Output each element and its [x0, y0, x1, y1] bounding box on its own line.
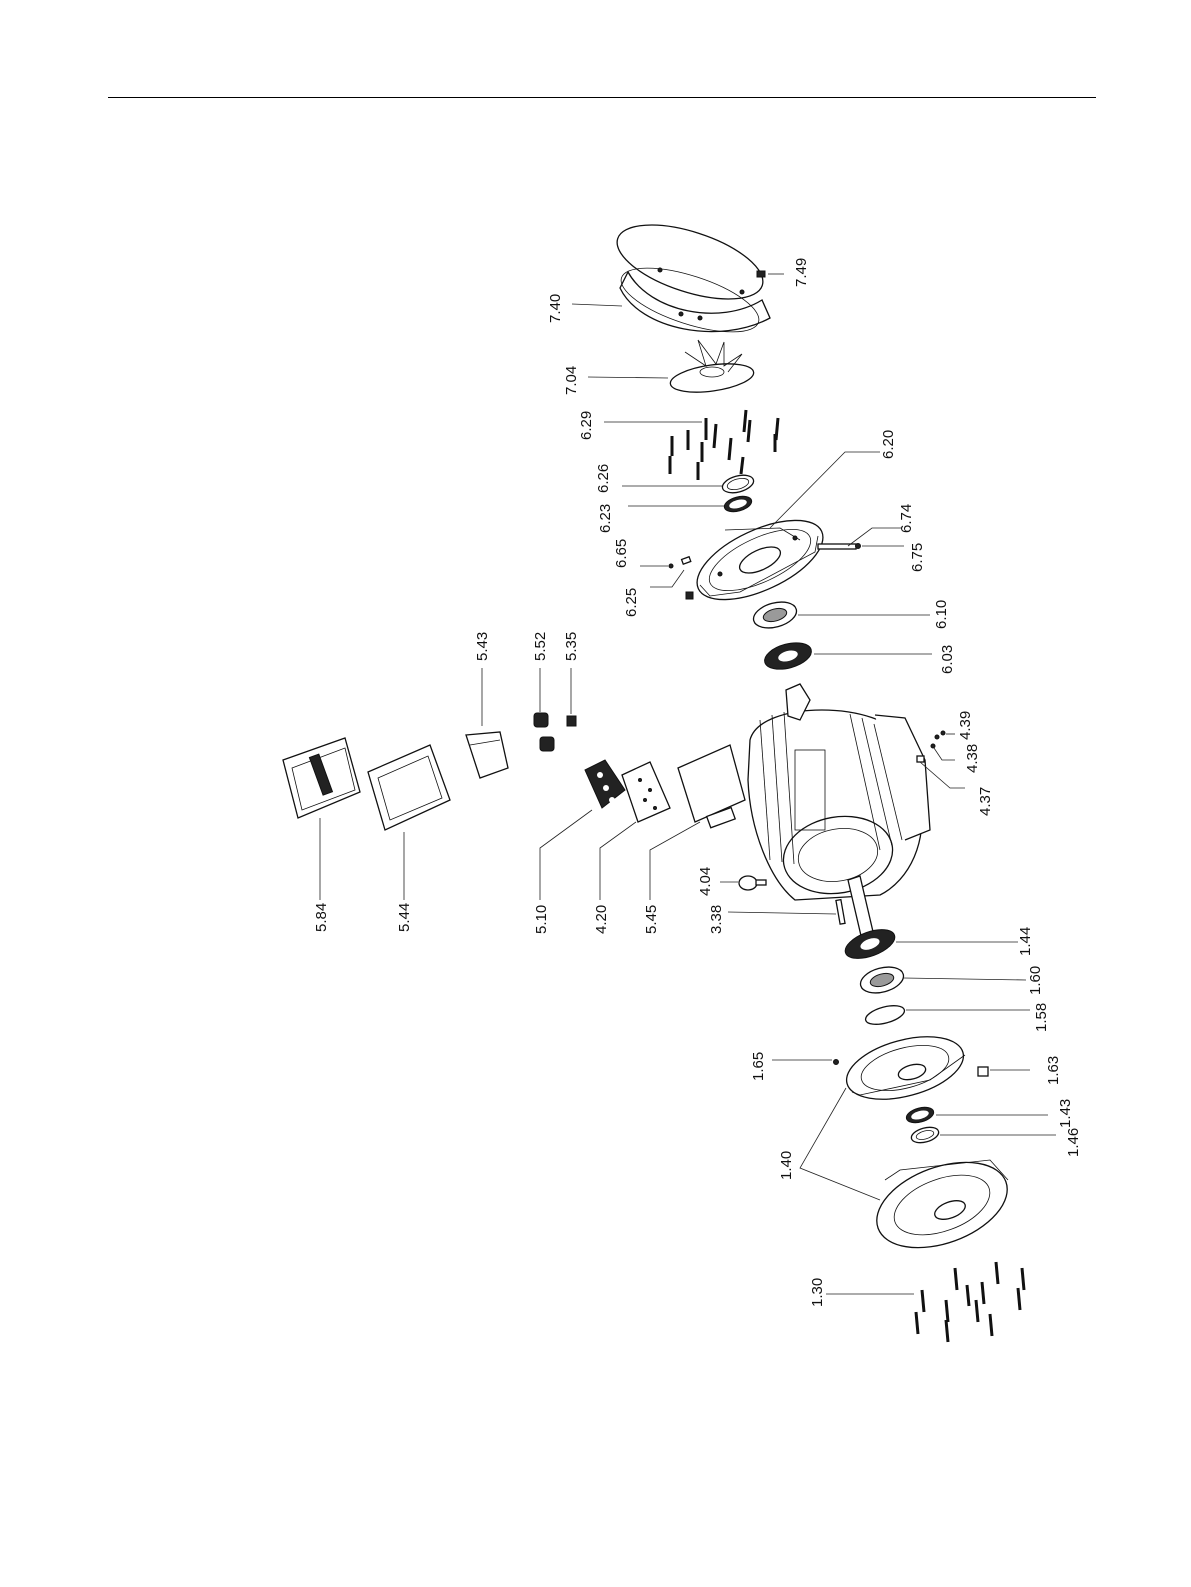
- label-4-37: 4.37: [977, 787, 994, 816]
- label-5-84: 5.84: [313, 903, 330, 932]
- label-1-58: 1.58: [1033, 1003, 1050, 1032]
- fan: [669, 340, 756, 397]
- label-5-35: 5.35: [563, 632, 580, 661]
- front-end-shield-upper: [840, 1025, 970, 1110]
- label-4-04: 4.04: [697, 867, 714, 896]
- label-5-45: 5.45: [643, 905, 660, 934]
- label-4-20: 4.20: [593, 905, 610, 934]
- rear-small-parts: [669, 557, 693, 599]
- label-5-43: 5.43: [474, 632, 491, 661]
- front-seal-rings: [905, 1105, 941, 1146]
- label-6-65: 6.65: [613, 539, 630, 568]
- rear-screws: [670, 410, 778, 480]
- terminal-box-cover: [283, 738, 360, 818]
- rear-pin: [818, 544, 861, 550]
- rear-seal-rings: [720, 472, 755, 514]
- label-6-23: 6.23: [597, 504, 614, 533]
- shaft-key: [836, 900, 845, 925]
- terminal-block: [585, 760, 625, 808]
- label-1-46: 1.46: [1065, 1128, 1082, 1157]
- label-5-52: 5.52: [532, 632, 549, 661]
- label-1-63: 1.63: [1045, 1056, 1062, 1085]
- rear-bearing-cap: [762, 638, 815, 674]
- rear-bearing: [751, 598, 800, 633]
- label-6-75: 6.75: [909, 543, 926, 572]
- label-6-20: 6.20: [880, 430, 897, 459]
- front-gasket: [864, 1002, 907, 1028]
- label-1-43: 1.43: [1057, 1099, 1074, 1128]
- label-4-38: 4.38: [964, 744, 981, 773]
- label-1-60: 1.60: [1027, 966, 1044, 995]
- fan-cover-screw: [757, 271, 765, 277]
- fan-cover: [608, 210, 771, 345]
- label-4-39: 4.39: [957, 711, 974, 740]
- label-6-25: 6.25: [623, 588, 640, 617]
- label-6-26: 6.26: [595, 464, 612, 493]
- label-5-44: 5.44: [396, 903, 413, 932]
- terminal-box: [368, 745, 450, 830]
- eye-bolt: [739, 876, 766, 890]
- label-7-40: 7.40: [547, 294, 564, 323]
- label-1-65: 1.65: [750, 1052, 767, 1081]
- terminal-box-base: [678, 745, 745, 828]
- label-6-29: 6.29: [578, 411, 595, 440]
- label-7-49: 7.49: [793, 258, 810, 287]
- front-screws: [916, 1262, 1024, 1342]
- label-1-40: 1.40: [778, 1151, 795, 1180]
- front-bearing: [858, 963, 907, 998]
- label-1-30: 1.30: [809, 1278, 826, 1307]
- cable-gland-plate: [466, 732, 508, 778]
- label-1-44: 1.44: [1017, 927, 1034, 956]
- cable-glands: [534, 713, 576, 751]
- label-6-74: 6.74: [898, 504, 915, 533]
- label-7-04: 7.04: [563, 366, 580, 395]
- label-6-03: 6.03: [939, 645, 956, 674]
- label-6-10: 6.10: [933, 600, 950, 629]
- frame-small-parts: [917, 731, 945, 762]
- front-flange: [865, 1146, 1019, 1264]
- label-3-38: 3.38: [708, 905, 725, 934]
- label-5-10: 5.10: [533, 905, 550, 934]
- terminal-gasket: [622, 762, 670, 822]
- rear-end-shield: [686, 504, 835, 616]
